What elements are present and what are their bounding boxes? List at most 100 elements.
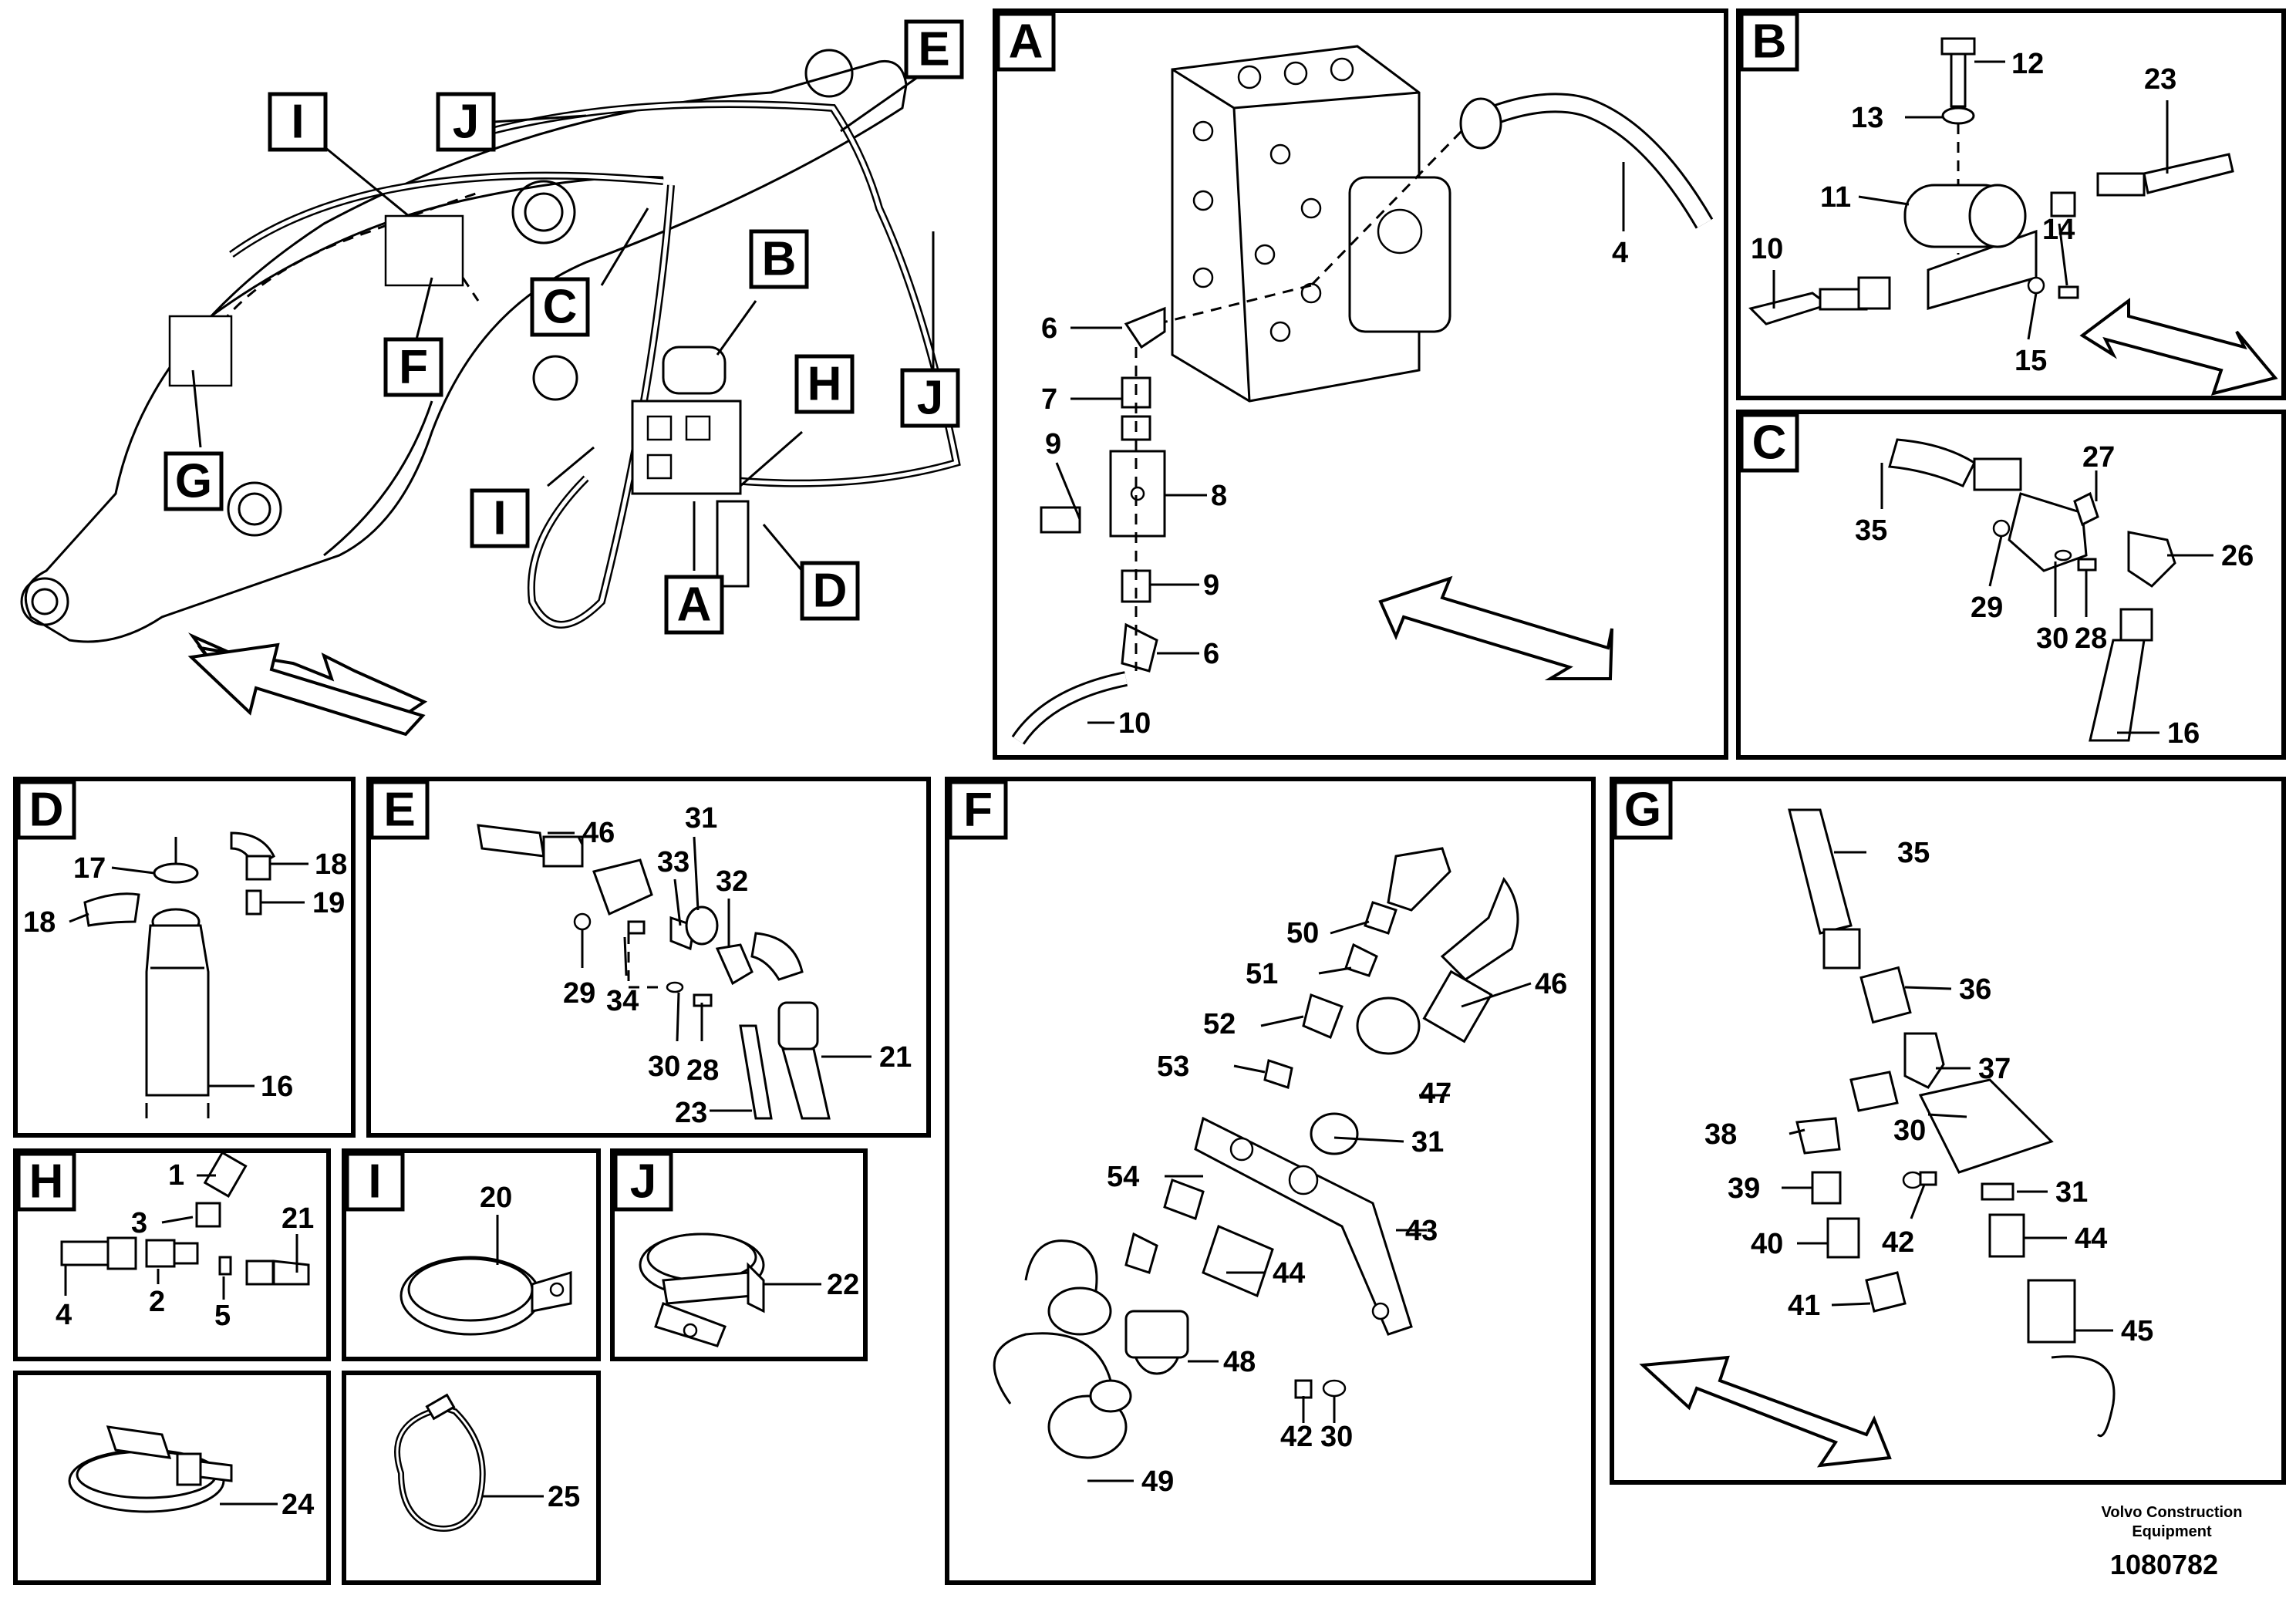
- overview-tag-B: B: [749, 229, 809, 289]
- svg-text:B: B: [1752, 15, 1787, 69]
- part-number-20: 20: [480, 1182, 512, 1214]
- part-number-23: 23: [2144, 63, 2176, 96]
- part-number-19: 19: [312, 887, 345, 919]
- detail-tag-A: A: [996, 12, 1056, 72]
- part-number-37: 37: [1978, 1053, 2011, 1085]
- panel-D: D 17 18 18 19 16: [13, 777, 356, 1138]
- part-number-47: 47: [1419, 1077, 1451, 1110]
- detail-tag-G: G: [1613, 780, 1673, 840]
- part-number-45: 45: [2121, 1315, 2153, 1347]
- svg-text:F: F: [399, 341, 428, 394]
- svg-text:I: I: [493, 492, 506, 545]
- overview-illustration: [20, 49, 961, 720]
- overview-tag-E: E: [904, 19, 964, 79]
- detail-tag-B: B: [1739, 12, 1799, 72]
- footer-brand-line1: Volvo Construction: [2102, 1504, 2243, 1521]
- svg-text:J: J: [917, 372, 943, 425]
- panel-tie: 25: [342, 1371, 601, 1585]
- svg-text:B: B: [762, 233, 797, 286]
- part-number-44: 44: [2075, 1222, 2107, 1255]
- part-number-8: 8: [1211, 480, 1227, 512]
- part-number-44: 44: [1273, 1257, 1305, 1290]
- part-number-52: 52: [1203, 1008, 1236, 1040]
- panel-J: J 22: [610, 1148, 868, 1361]
- part-number-31: 31: [1411, 1126, 1444, 1158]
- part-number-10: 10: [1751, 233, 1783, 265]
- overview-tag-H: H: [794, 354, 855, 414]
- overview-tag-G: G: [164, 451, 224, 511]
- svg-text:C: C: [543, 281, 578, 334]
- part-number-28: 28: [686, 1054, 719, 1087]
- part-number-33: 33: [657, 846, 689, 878]
- part-number-14: 14: [2042, 214, 2075, 246]
- part-number-26: 26: [2221, 540, 2254, 572]
- part-number-22: 22: [827, 1269, 859, 1301]
- direction-arrow-overview: [187, 642, 426, 737]
- part-number-4: 4: [1612, 237, 1628, 269]
- part-number-35: 35: [1855, 514, 1887, 547]
- part-number-30: 30: [648, 1050, 680, 1083]
- part-number-50: 50: [1286, 917, 1319, 949]
- part-number-16: 16: [2167, 717, 2200, 750]
- overview-tag-C: C: [530, 277, 590, 337]
- part-number-13: 13: [1851, 102, 1883, 134]
- part-number-24: 24: [282, 1489, 314, 1521]
- part-number-5: 5: [214, 1300, 231, 1332]
- svg-text:F: F: [963, 784, 993, 837]
- detail-tag-C: C: [1739, 413, 1799, 473]
- part-number-15: 15: [2014, 345, 2047, 377]
- overview-tag-I-bottom: I: [470, 488, 530, 548]
- panel-strap: 24: [13, 1371, 331, 1585]
- svg-text:E: E: [918, 23, 949, 76]
- part-number-53: 53: [1157, 1050, 1189, 1083]
- svg-text:D: D: [813, 565, 848, 618]
- part-number-42: 42: [1882, 1226, 1914, 1259]
- footer-brand-line2: Equipment: [2132, 1523, 2212, 1540]
- part-number-11: 11: [1820, 181, 1851, 214]
- part-number-54: 54: [1107, 1161, 1139, 1193]
- overview-tag-F: F: [383, 337, 443, 397]
- overview-tag-J-right: J: [900, 368, 960, 428]
- panel-A: A: [993, 8, 1728, 760]
- svg-text:J: J: [630, 1155, 656, 1209]
- part-number-12: 12: [2011, 48, 2044, 80]
- part-number-34: 34: [606, 985, 639, 1017]
- overview-tag-J-top: J: [436, 92, 496, 152]
- part-number-10: 10: [1118, 707, 1151, 740]
- panel-H: H 1 3 21 4 2 5: [13, 1148, 331, 1361]
- part-number-23: 23: [675, 1097, 707, 1129]
- part-number-40: 40: [1751, 1228, 1783, 1260]
- part-number-31: 31: [2055, 1176, 2088, 1209]
- detail-tag-H: H: [16, 1152, 76, 1212]
- part-number-51: 51: [1246, 958, 1278, 990]
- part-number-39: 39: [1728, 1172, 1760, 1205]
- svg-text:C: C: [1752, 416, 1787, 470]
- part-number-38: 38: [1704, 1118, 1737, 1151]
- overview-leaders: [191, 76, 935, 572]
- part-number-46: 46: [582, 817, 615, 849]
- part-number-21: 21: [879, 1041, 912, 1074]
- part-number-9: 9: [1203, 569, 1219, 602]
- detail-tag-E: E: [369, 780, 430, 840]
- detail-tag-D: D: [16, 780, 76, 840]
- drawing-number: 1080782: [2110, 1549, 2218, 1580]
- part-number-17: 17: [73, 852, 106, 885]
- svg-text:H: H: [29, 1155, 64, 1209]
- part-number-6: 6: [1041, 312, 1057, 345]
- part-number-29: 29: [563, 977, 595, 1010]
- panel-B: B 12 13 23 11 10 14 15: [1736, 8, 2286, 400]
- part-number-31: 31: [685, 802, 717, 835]
- part-number-3: 3: [131, 1207, 147, 1239]
- overview-tag-I-top: I: [268, 92, 328, 152]
- part-number-30: 30: [2036, 622, 2068, 655]
- part-number-43: 43: [1405, 1215, 1438, 1247]
- part-number-1: 1: [168, 1159, 184, 1192]
- part-number-4: 4: [56, 1299, 72, 1331]
- panel-E: E 46 31 33 32 29 34 30 28 21: [366, 777, 931, 1138]
- svg-text:J: J: [453, 96, 479, 149]
- svg-text:I: I: [291, 96, 304, 149]
- part-number-41: 41: [1788, 1290, 1820, 1322]
- part-number-16: 16: [261, 1071, 293, 1103]
- part-number-32: 32: [716, 865, 748, 898]
